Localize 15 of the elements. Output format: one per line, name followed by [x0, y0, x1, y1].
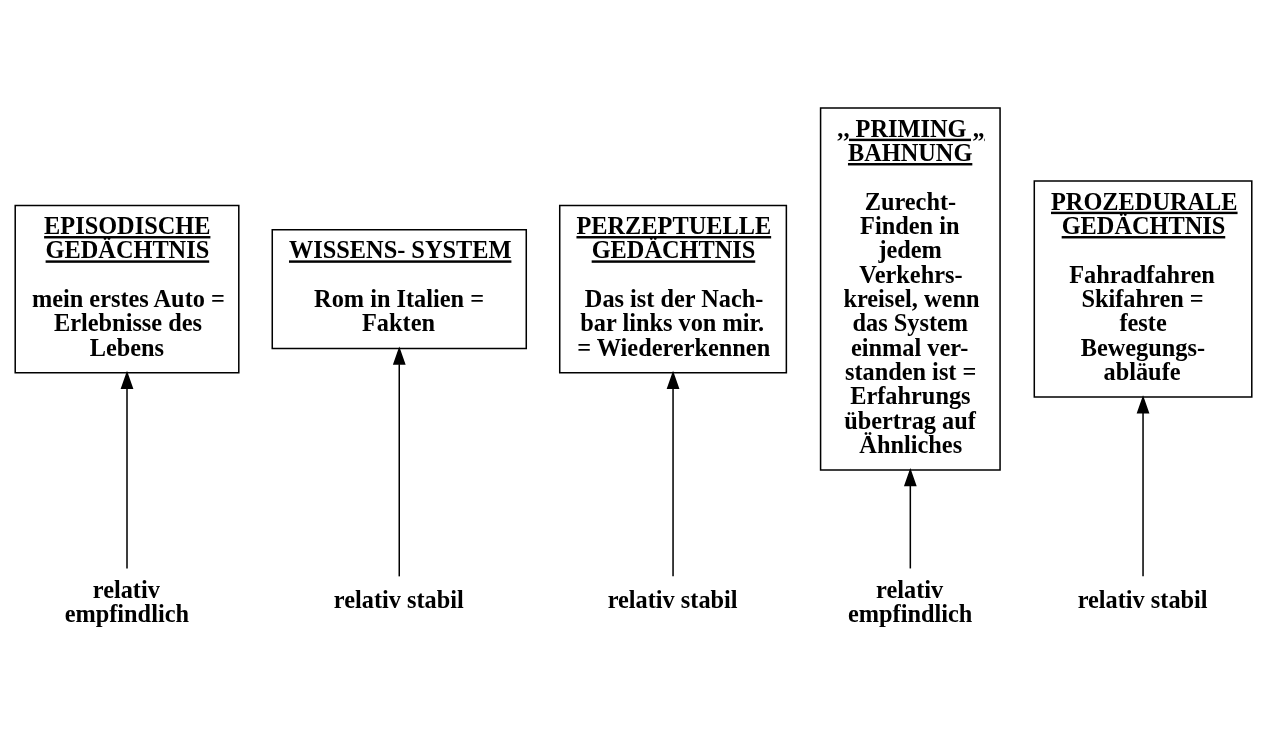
node-text: relativ empfindlich	[847, 575, 973, 627]
node-box: PROZEDURALE GEDÄCHTNIS Fahradfahren Skifahren = feste Bewegungs- abläufe	[1033, 180, 1253, 398]
node-text: relativ stabil	[333, 586, 464, 614]
arrow	[903, 468, 917, 570]
node-box: EPISODISCHE GEDÄCHTNIS mein erstes Auto = Erlebnisse des Lebens	[14, 204, 240, 374]
node-box: PERZEPTUELLE GEDÄCHTNIS Das ist der Nach- bar links von mir. = Wiedererkennen	[558, 204, 788, 374]
node-text: relativ stabil	[607, 586, 738, 614]
node-box: WISSENS- SYSTEM Rom in Italien = Fakten	[271, 229, 528, 350]
arrow	[120, 370, 134, 570]
node-box: ,, PRIMING „ BAHNUNG Zurecht- Finden in jedem Verkehrs- kreisel, wenn das System einmal ver- standen ist = Erfahrungs übertrag auf Ähnliches	[819, 107, 1001, 471]
node-text: relativ empfindlich	[64, 575, 190, 627]
node-text: relativ stabil	[1077, 586, 1208, 614]
arrow	[392, 346, 406, 578]
arrow	[666, 370, 680, 578]
arrow	[1136, 395, 1150, 578]
